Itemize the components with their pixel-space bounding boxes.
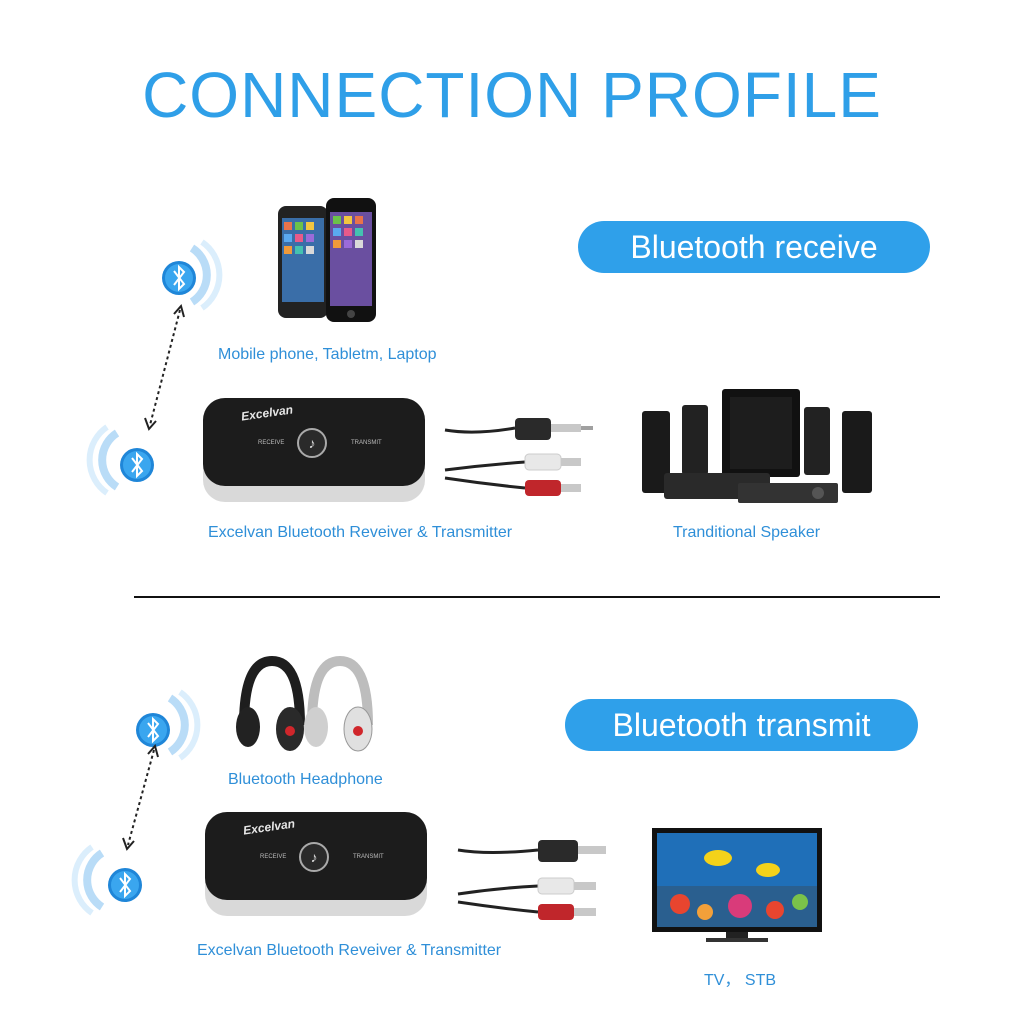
output-caption: TV， STB xyxy=(704,972,777,989)
connection-arrow-icon xyxy=(122,743,159,851)
audio-cable-icon xyxy=(457,840,606,920)
device-transmit-label: TRANSMIT xyxy=(353,854,384,860)
bluetooth-receive-pill: Bluetooth receive xyxy=(578,221,930,273)
output-caption: Tranditional Speaker xyxy=(673,524,821,541)
bluetooth-icon xyxy=(162,239,223,311)
device-caption: Excelvan Bluetooth Reveiver & Transmitte… xyxy=(197,942,502,959)
device-transmit-label: TRANSMIT xyxy=(351,440,382,446)
connection-arrow-icon xyxy=(144,303,185,431)
bluetooth-icon xyxy=(86,424,154,496)
excelvan-device: Excelvan RECEIVE TRANSMIT ♪ xyxy=(203,398,425,502)
music-button-icon: ♪ xyxy=(297,428,327,458)
bluetooth-icon xyxy=(136,689,201,761)
excelvan-device: Excelvan RECEIVE TRANSMIT ♪ xyxy=(205,812,427,916)
audio-cable-icon xyxy=(444,418,593,496)
source-caption: Bluetooth Headphone xyxy=(228,771,383,788)
bluetooth-icon xyxy=(71,844,142,916)
section-divider xyxy=(134,596,940,598)
bluetooth-transmit-pill: Bluetooth transmit xyxy=(565,699,918,751)
smartphone-icon xyxy=(278,198,376,322)
device-receive-label: RECEIVE xyxy=(258,440,285,446)
page-title: CONNECTION PROFILE xyxy=(142,59,882,131)
device-receive-label: RECEIVE xyxy=(260,854,287,860)
headphone-icon xyxy=(236,655,373,752)
speaker-system-icon xyxy=(642,389,872,503)
device-caption: Excelvan Bluetooth Reveiver & Transmitte… xyxy=(208,524,513,541)
tv-icon xyxy=(652,828,822,942)
music-button-icon: ♪ xyxy=(299,842,329,872)
source-caption: Mobile phone, Tabletm, Laptop xyxy=(218,346,437,363)
